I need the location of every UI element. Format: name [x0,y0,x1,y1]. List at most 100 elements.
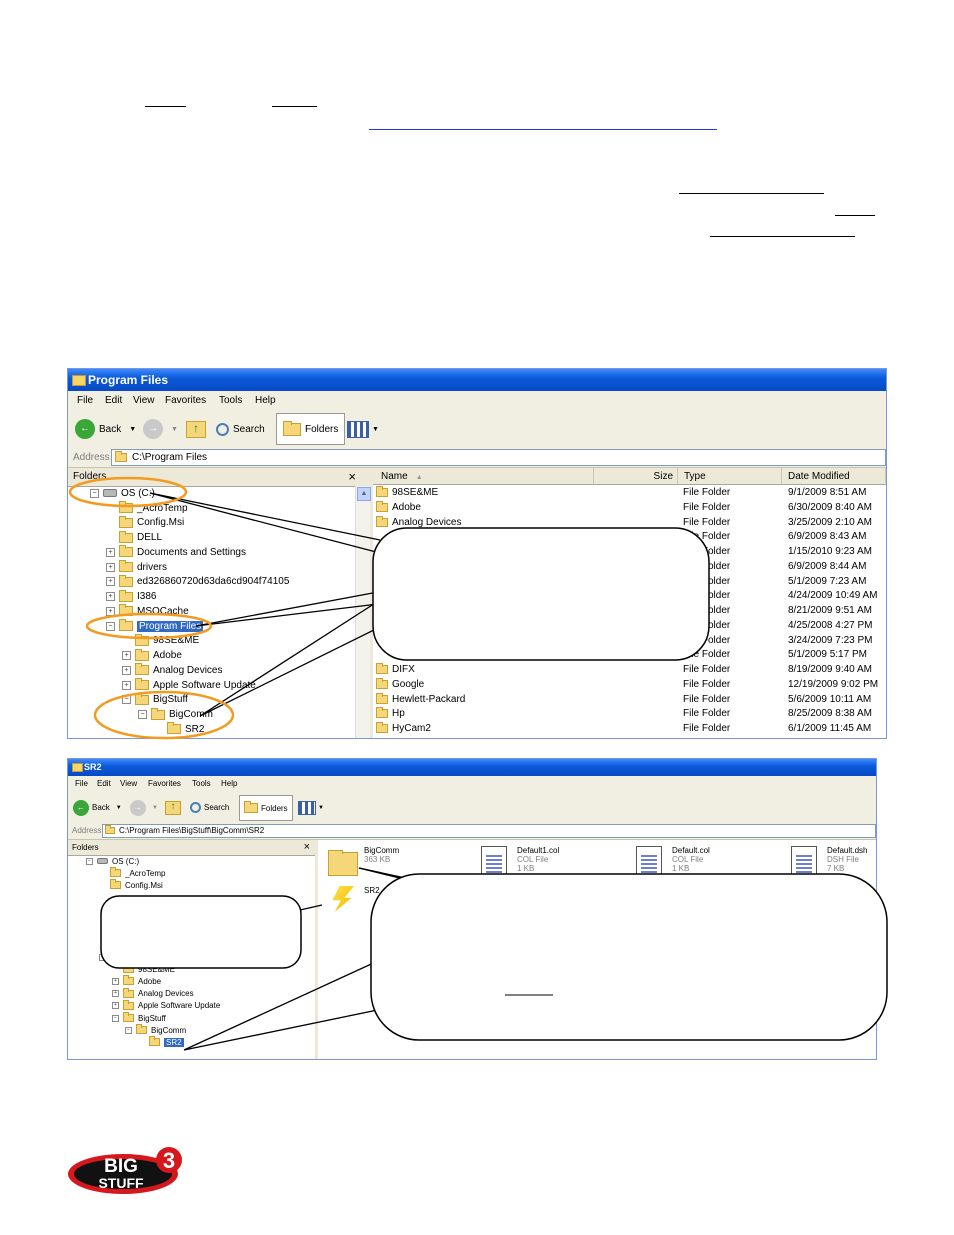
menu-edit[interactable]: Edit [105,395,123,406]
collapse-icon[interactable]: − [86,857,93,865]
tree-item[interactable]: −BigComm [138,707,213,722]
tree-item[interactable]: _AcroTemp [106,501,188,516]
file-date: 12/19/2009 9:02 PM [788,678,879,690]
title-bar[interactable]: Program Files [68,369,886,391]
back-button[interactable]: ← Back ▼ [73,798,122,817]
menu-edit[interactable]: Edit [97,779,111,788]
tree-item[interactable]: +Documents and Settings [106,545,246,560]
collapse-icon[interactable]: − [112,1014,119,1022]
collapse-icon[interactable]: − [125,1026,132,1034]
tree-item[interactable]: +Apple Software Update [112,999,220,1012]
close-icon[interactable]: × [303,841,310,853]
tree-item[interactable]: +Analog Devices [122,663,222,678]
menu-view[interactable]: View [120,779,138,788]
expand-icon[interactable]: + [112,990,119,998]
tree-item[interactable]: Config.Msi [106,515,184,531]
tree-item[interactable]: DELL [106,530,162,545]
expand-icon[interactable]: + [106,562,115,572]
up-folder-button[interactable]: ↑ [165,798,181,817]
tree-item[interactable]: +drivers [106,560,167,575]
folders-button[interactable]: Folders [276,413,346,445]
tree-item[interactable]: −BigStuff [112,1012,166,1024]
address-input[interactable]: C:\Program Files\BigStuff\BigComm\SR2 [102,824,876,838]
back-arrow-icon: ← [73,799,89,816]
menu-favorites[interactable]: Favorites [165,395,207,406]
back-button[interactable]: ← Back ▼ [75,417,136,441]
views-button[interactable]: ▼ [298,798,324,817]
tree-item[interactable]: +I386 [106,589,156,604]
tree-item[interactable]: +Analog Devices [112,987,194,1000]
file-date: 8/21/2009 9:51 AM [788,605,872,616]
views-button[interactable]: ▼ [347,417,379,441]
collapse-icon[interactable]: − [138,710,147,720]
column-header-size[interactable]: Size [594,468,678,485]
menu-view[interactable]: View [133,395,155,406]
logo-text-stuff: STUFF [98,1175,144,1191]
expand-icon[interactable]: + [112,1002,119,1010]
menu-tools[interactable]: Tools [192,779,211,788]
scroll-up-button[interactable]: ▲ [357,487,371,501]
close-icon[interactable]: × [348,469,356,484]
tree-item[interactable]: −Program Files [106,619,204,634]
folder-icon [123,975,134,986]
column-header-date[interactable]: Date Modified [782,468,886,485]
address-input[interactable]: C:\Program Files [111,449,886,466]
forward-button[interactable]: → ▼ [143,417,178,441]
folders-button[interactable]: Folders [239,795,293,821]
collapse-icon[interactable]: − [106,621,115,631]
chevron-down-icon: ▼ [129,425,137,433]
menu-file[interactable]: File [77,395,94,406]
menu-tools[interactable]: Tools [219,395,243,406]
tree-item[interactable]: Config.Msi [99,879,163,891]
search-button[interactable]: Search [216,417,265,441]
expand-icon[interactable]: + [106,577,115,587]
column-header-type[interactable]: Type [678,468,782,485]
expand-icon[interactable]: + [122,680,131,690]
menu-help[interactable]: Help [255,395,276,406]
tree-item[interactable]: −BigComm [125,1024,186,1036]
column-header-name[interactable]: Name▲ [373,468,594,485]
title-bar[interactable]: SR2 [68,759,876,776]
forward-button[interactable]: → ▼ [130,798,158,817]
tree-item[interactable]: _AcroTemp [99,867,165,879]
tree-item[interactable]: SR2 [154,722,204,737]
tree-item[interactable]: SR2 [138,1036,184,1048]
leader-line [199,624,385,717]
file-date: 5/1/2009 5:17 PM [788,649,867,661]
tree-item-label: Config.Msi [125,880,163,890]
tree-item-label: ed326860720d63da6cd904f74105 [137,576,290,588]
expand-icon[interactable]: + [106,547,115,557]
search-button[interactable]: Search [190,798,229,817]
menu-file[interactable]: File [75,779,88,788]
hyperlink-underline[interactable] [369,129,717,130]
menu-help[interactable]: Help [221,779,238,788]
tree-item[interactable]: +Apple Software Update [122,678,256,693]
expand-icon[interactable]: + [106,592,115,602]
expand-icon[interactable]: + [112,977,119,985]
address-label: Address [73,452,110,463]
tree-item[interactable]: + ed326860720d63da6cd904f74105 [106,574,290,590]
tree-item[interactable]: +Adobe [122,648,182,663]
zip-folder-icon[interactable] [328,850,358,876]
up-folder-button[interactable]: ↑ [186,417,206,441]
tree-item[interactable]: +Adobe [112,975,161,987]
tree-item[interactable]: −OS (C:) [86,855,139,867]
collapse-icon[interactable]: − [90,488,99,498]
tree-item[interactable]: 98SE&ME [122,633,199,649]
expand-icon[interactable]: + [122,651,131,661]
menu-favorites[interactable]: Favorites [148,779,181,788]
folder-icon [376,707,388,719]
tree-item[interactable]: −OS (C:) [90,486,155,501]
address-bar: Address C:\Program Files\BigStuff\BigCom… [68,823,876,840]
expand-icon[interactable]: + [122,665,131,675]
